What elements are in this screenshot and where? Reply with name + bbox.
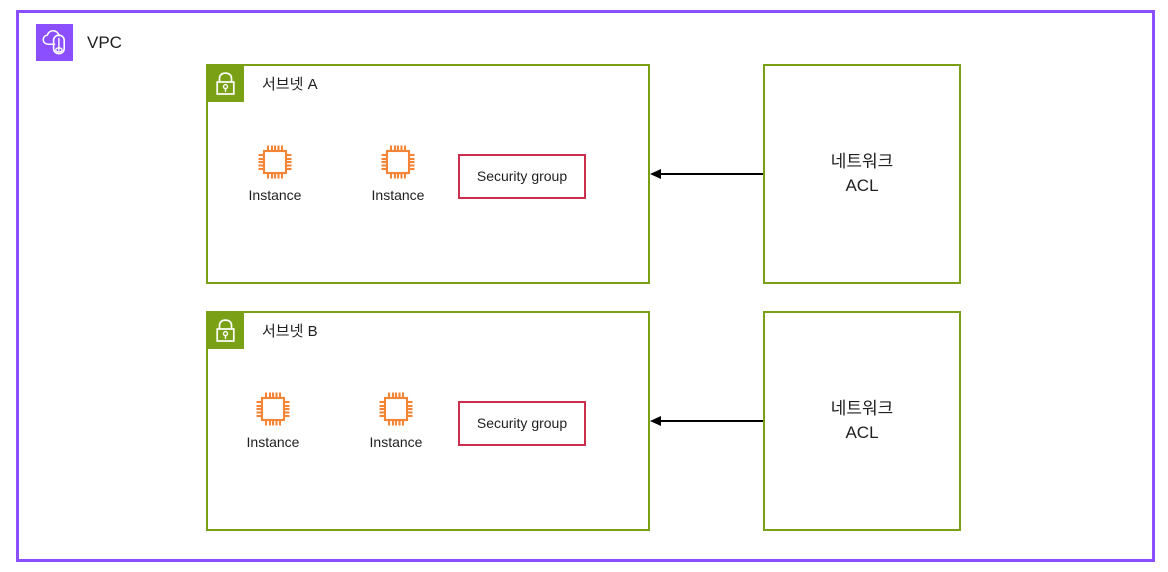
vpc-label: VPC: [87, 33, 122, 52]
network-acl-a: 네트워크 ACL: [763, 64, 961, 284]
network-acl-label: 네트워크 ACL: [830, 399, 894, 442]
instance-label: Instance: [369, 434, 423, 450]
instance-label: Instance: [248, 187, 302, 203]
ec2-chip-icon: [254, 141, 296, 183]
subnet-a-label: 서브넷 A: [262, 76, 318, 93]
vpc-cloud-icon: [36, 24, 73, 61]
security-group-b: Security group: [458, 401, 586, 446]
instance-a1: Instance: [230, 141, 320, 204]
network-acl-label: 네트워크 ACL: [830, 152, 894, 195]
instance-b2: Instance: [351, 388, 441, 451]
subnet-b-container: 서브넷 B: [206, 311, 650, 531]
subnet-a-container: 서브넷 A: [206, 64, 650, 284]
network-acl-b: 네트워크 ACL: [763, 311, 961, 531]
security-group-a: Security group: [458, 154, 586, 199]
subnet-lock-icon: [207, 65, 244, 102]
ec2-chip-icon: [252, 388, 294, 430]
ec2-chip-icon: [375, 388, 417, 430]
instance-label: Instance: [246, 434, 300, 450]
instance-a2: Instance: [353, 141, 443, 204]
security-group-label: Security group: [476, 415, 568, 431]
instance-label: Instance: [371, 187, 425, 203]
arrow-left-icon: [649, 164, 765, 184]
ec2-chip-icon: [377, 141, 419, 183]
arrow-left-icon: [649, 411, 765, 431]
subnet-b-label: 서브넷 B: [262, 323, 318, 340]
subnet-lock-icon: [207, 312, 244, 349]
instance-b1: Instance: [228, 388, 318, 451]
security-group-label: Security group: [476, 168, 568, 184]
